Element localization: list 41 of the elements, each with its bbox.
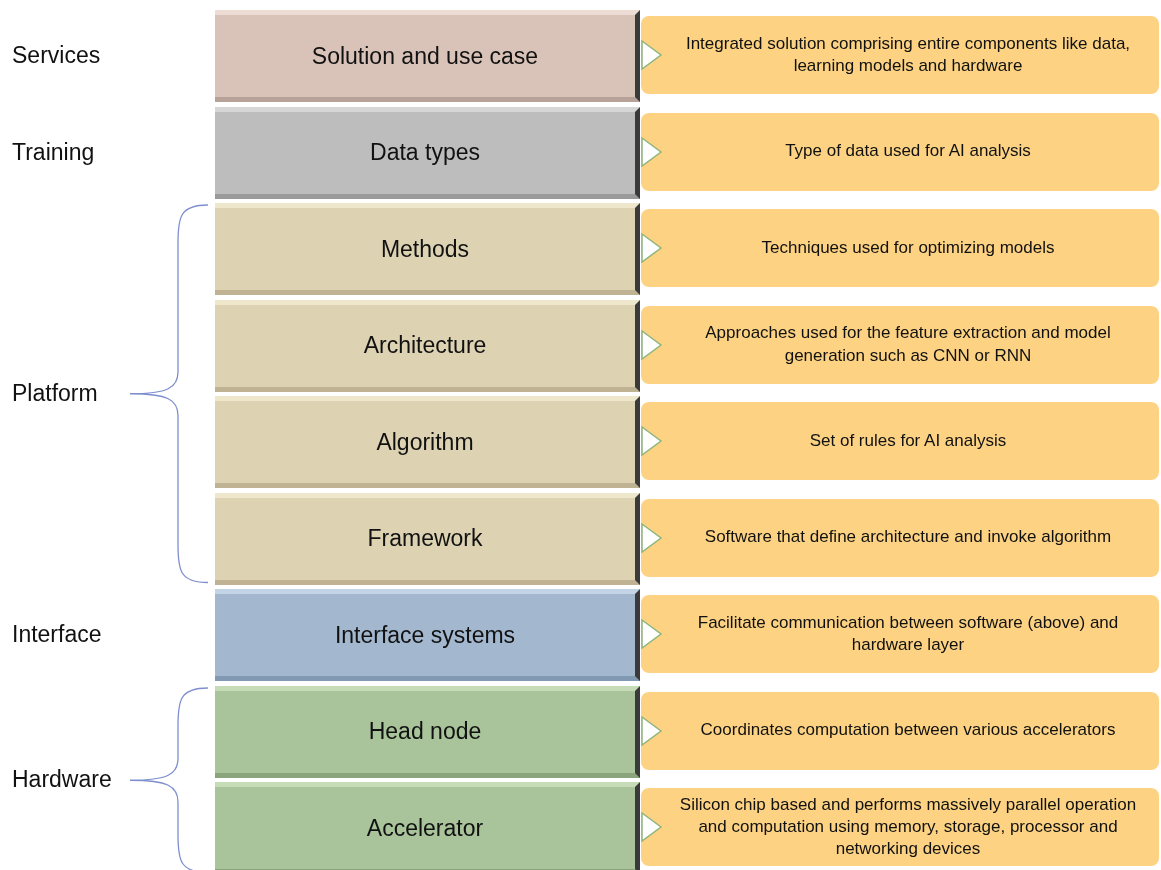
layer-title: Accelerator: [366, 813, 484, 843]
layer-title: Solution and use case: [311, 41, 539, 71]
layer-category-label: Interface: [12, 623, 102, 646]
description-text: Approaches used for the feature extraction and model generation such as CNN or RNN: [704, 322, 1112, 367]
layer-box: [215, 396, 640, 488]
description-text: Silicon chip based and performs massively parallel operation and computation using memory, storage, processor and networking devices: [678, 793, 1138, 861]
description-box: [641, 788, 1159, 866]
layer-box: [215, 492, 640, 585]
description-text: Techniques used for optimizing models: [761, 236, 1055, 259]
layer-category-label: Training: [12, 140, 95, 164]
layer-category-label: Services: [12, 44, 101, 67]
layer-title: Methods: [380, 234, 470, 264]
layer-category-label: Hardware: [12, 767, 112, 791]
layer-box: [215, 782, 640, 870]
description-box: [641, 209, 1159, 287]
description-box: [641, 498, 1159, 577]
description-box: [641, 16, 1159, 94]
layer-title: Architecture: [363, 331, 487, 361]
description-text: Type of data used for AI analysis: [785, 140, 1031, 163]
layer-box: [215, 10, 640, 102]
layer-box: [215, 106, 640, 199]
layer-title: Data types: [370, 138, 480, 168]
layer-title: Algorithm: [376, 427, 474, 457]
layer-box: [215, 203, 640, 295]
description-text: Software that define architecture and invoke algorithm: [704, 526, 1112, 549]
layer-category-label: Platform: [12, 381, 98, 405]
layer-title: Head node: [368, 717, 482, 747]
description-box: [641, 595, 1159, 673]
description-box: [641, 305, 1159, 384]
description-text: Set of rules for AI analysis: [809, 429, 1007, 452]
description-text: Coordinates computation between various accelerators: [700, 719, 1116, 742]
description-text: Facilitate communication between software (above) and hardware layer: [696, 611, 1120, 656]
description-text: Integrated solution comprising entire components like data, learning models and hardware: [684, 32, 1132, 77]
layer-box: [215, 299, 640, 392]
layer-box: [215, 589, 640, 681]
description-box: [641, 112, 1159, 191]
layer-box: [215, 685, 640, 778]
description-box: [641, 402, 1159, 480]
layer-title: Interface systems: [334, 620, 516, 650]
description-box: [641, 691, 1159, 770]
layer-title: Framework: [367, 524, 483, 554]
